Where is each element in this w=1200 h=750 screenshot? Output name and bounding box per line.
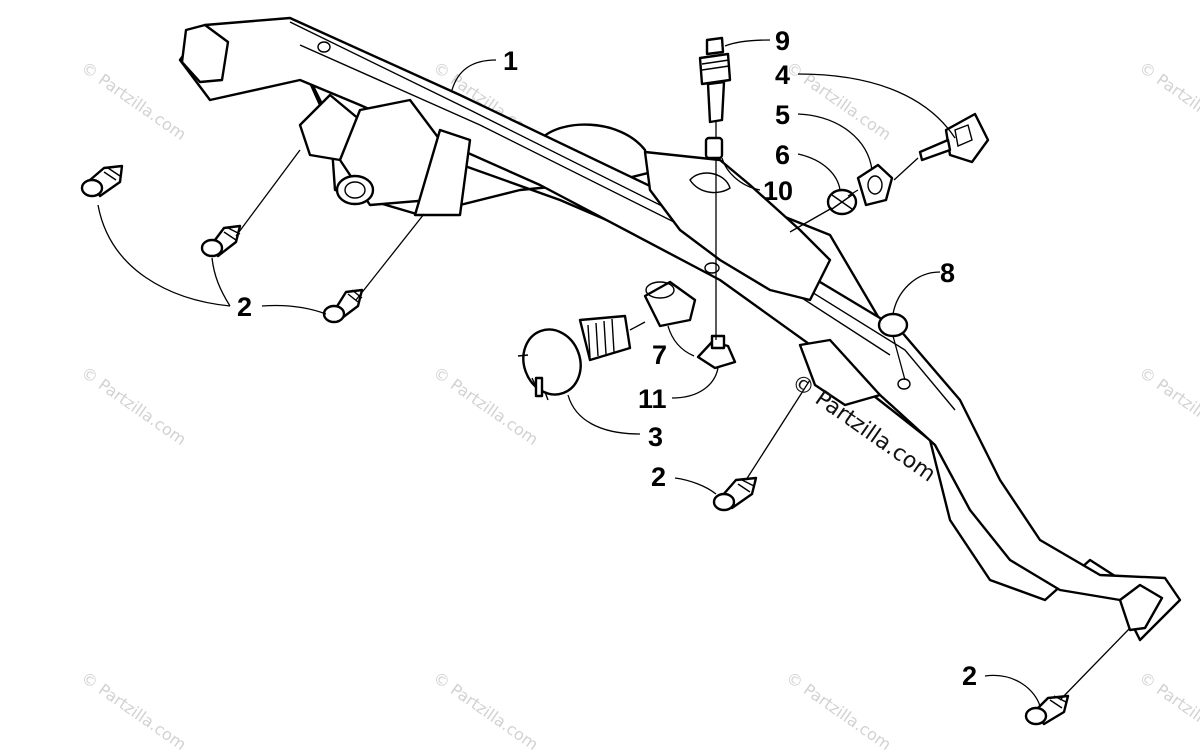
callout-3: 3 — [648, 422, 663, 452]
callout-8: 8 — [940, 258, 955, 288]
screw-axis-4 — [1059, 627, 1131, 701]
watermark-tile: © Partzilla.com — [430, 668, 542, 750]
bracket — [696, 334, 737, 370]
watermark-tile: © Partzilla.com — [783, 668, 895, 750]
leader-1 — [451, 59, 497, 91]
leader-6 — [797, 153, 841, 191]
bushing — [643, 280, 697, 328]
screw — [80, 164, 124, 198]
switch-connector — [517, 314, 632, 401]
watermark-tile: © Partzilla.com — [78, 668, 190, 750]
leader-2a-c — [261, 304, 327, 315]
leader-4 — [797, 73, 956, 139]
watermark-tile: © Partzilla.com — [78, 363, 190, 449]
screw — [1024, 694, 1070, 726]
leader-7 — [667, 325, 695, 357]
leader-10 — [721, 157, 761, 191]
callout-10: 10 — [763, 176, 793, 206]
callout-2: 2 — [962, 661, 977, 691]
key — [918, 112, 990, 164]
callout-11: 11 — [638, 384, 667, 414]
screw — [322, 288, 364, 324]
callouts: 1 2 2 2 3 4 5 6 7 8 9 10 11 — [237, 26, 977, 691]
spacer — [704, 136, 724, 160]
leader-lines — [97, 39, 1131, 707]
nut — [856, 163, 894, 207]
leader-8 — [892, 271, 941, 315]
callout-4: 4 — [775, 60, 790, 90]
watermark-tile: © Partzilla.com — [78, 58, 190, 144]
leader-11 — [671, 367, 719, 399]
watermark-tile: © Partzilla.com — [1136, 668, 1200, 750]
screw-axis-1 — [235, 149, 301, 237]
callout-7: 7 — [652, 340, 667, 370]
screws — [80, 164, 1070, 726]
watermark-tile: © Partzilla.com — [783, 58, 895, 144]
plug — [877, 312, 909, 338]
leader-2a — [97, 204, 231, 307]
callout-1: 1 — [503, 46, 518, 76]
watermark-tile: © Partzilla.com — [430, 363, 542, 449]
watermark-tile: © Partzilla.com — [1136, 58, 1200, 144]
switch-axis — [629, 321, 646, 331]
leader-2b — [674, 477, 717, 495]
callout-9: 9 — [775, 26, 790, 56]
ignition-switch — [698, 36, 732, 124]
callout-2: 2 — [237, 292, 252, 322]
leader-9 — [724, 39, 771, 47]
watermark-tile: © Partzilla.com — [1136, 363, 1200, 449]
screw — [712, 476, 758, 512]
leader-3 — [567, 394, 641, 435]
leader-8-b — [892, 335, 906, 381]
leader-5 — [797, 113, 873, 171]
leader-2a-b — [211, 257, 231, 307]
callout-5: 5 — [775, 100, 790, 130]
callout-2: 2 — [651, 462, 666, 492]
leader-2c — [984, 674, 1041, 707]
callout-6: 6 — [775, 140, 790, 170]
screw-axis-3 — [745, 379, 811, 481]
screw-axis-2 — [355, 213, 425, 301]
screw — [200, 224, 242, 258]
key-axis — [789, 157, 919, 233]
dash-housing — [178, 16, 1182, 642]
